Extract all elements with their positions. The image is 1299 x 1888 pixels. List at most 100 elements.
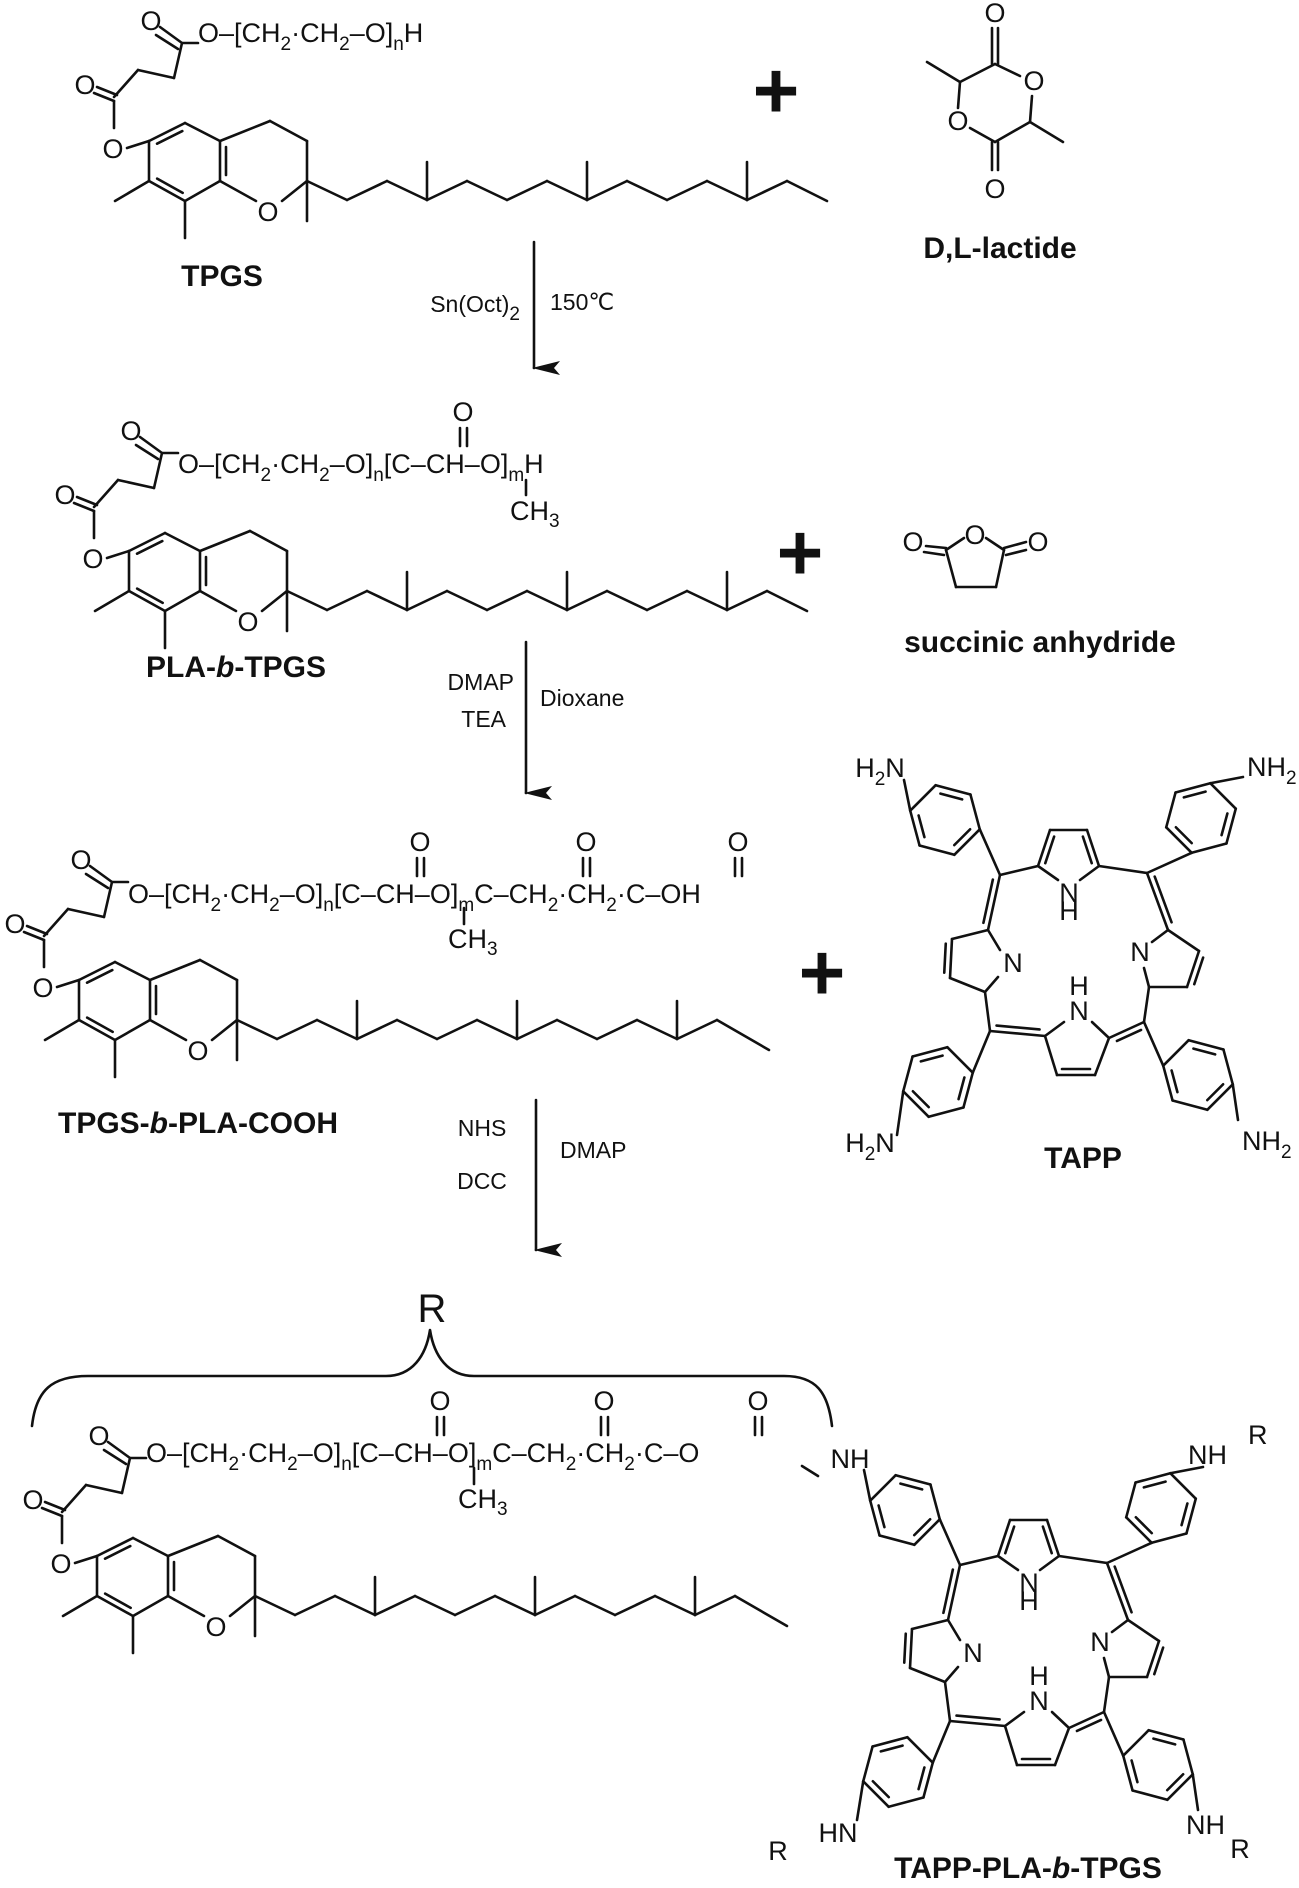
porphyrin-bond — [1057, 1554, 1109, 1565]
phytyl-tail — [395, 1018, 439, 1041]
phenyl-ring — [1206, 1083, 1235, 1112]
phytyl-tail — [235, 1018, 279, 1041]
carbonyl-oxygen: O — [593, 1386, 614, 1416]
phenyl-ring — [934, 783, 972, 796]
aromatic-bond — [155, 177, 184, 195]
aromatic-bond — [85, 968, 114, 984]
benzene-ring — [113, 1018, 152, 1042]
phytyl-tail — [605, 589, 649, 612]
pyrrole-hydrogen: H — [1019, 1586, 1039, 1616]
ring-bond — [956, 80, 962, 110]
phenyl-link — [978, 828, 1002, 877]
porphyrin-double — [955, 1714, 1001, 1721]
phenyl-ring — [1166, 1773, 1195, 1802]
amine-group: NH — [1186, 1810, 1225, 1840]
carbonyl-bond — [102, 1448, 128, 1466]
r-group: R — [1230, 1834, 1250, 1864]
aromatic-bond — [1205, 1082, 1225, 1102]
porphyrin-bond — [1102, 1656, 1111, 1679]
plus-sign-2: + — [777, 508, 824, 597]
benzene-ring — [77, 960, 117, 982]
pyrrole-nitrogen: N — [1029, 1686, 1049, 1716]
carbonyl-oxygen: O — [984, 174, 1005, 204]
porphyrin-bond — [1043, 1020, 1066, 1038]
porphyrin-bond — [1150, 928, 1170, 944]
succinate-chain — [42, 907, 70, 938]
benzene-ring — [163, 531, 202, 553]
phytyl-tail — [253, 1594, 297, 1617]
porphyrin-bond — [1142, 966, 1151, 989]
pyran-ring — [166, 1534, 220, 1558]
succinate-chain — [60, 1483, 88, 1514]
porphyrin-double — [902, 1632, 908, 1664]
phenyl-ring — [918, 844, 956, 857]
phytyl-tail — [525, 589, 569, 612]
porphyrin-bond — [943, 1680, 952, 1723]
carbonyl-bond — [1004, 548, 1028, 557]
terminal-methyl — [785, 179, 829, 203]
carbonyl-bond — [88, 864, 114, 884]
pyrrole-nitrogen: N — [1069, 996, 1089, 1026]
step2-solvent: Dioxane — [540, 685, 624, 711]
porphyrin-double — [1152, 1646, 1165, 1676]
aromatic-bond — [957, 1076, 966, 1101]
porphyrin-double — [1041, 1525, 1054, 1555]
phenyl-ring — [953, 828, 982, 857]
methyl-bond — [43, 1018, 81, 1042]
porphyrin-bond — [943, 1665, 960, 1684]
phenyl-ring — [868, 1473, 897, 1502]
r-group: R — [768, 1836, 788, 1866]
carbonyl-oxygen: O — [4, 909, 25, 939]
carbonyl-bond — [924, 544, 948, 550]
aromatic-bond — [135, 539, 164, 555]
pyran-ring — [198, 529, 252, 553]
phytyl-tail — [275, 1018, 319, 1041]
aromatic-bond — [1170, 1069, 1179, 1094]
carbonyl-oxygen: O — [747, 1386, 768, 1416]
porphyrin-double — [942, 1568, 955, 1615]
aromatic-bond — [871, 1779, 891, 1799]
pyran-ring — [148, 958, 202, 982]
amine-group: HN — [819, 1818, 858, 1848]
phenyl-ring — [1225, 807, 1238, 845]
phytyl-tail — [405, 589, 449, 612]
porphyrin-bond — [986, 928, 1002, 952]
carbonyl-oxygen: O — [429, 1386, 450, 1416]
ring-oxygen: O — [187, 1036, 208, 1066]
amine-bond — [855, 1780, 865, 1822]
porphyrin-double — [1043, 835, 1056, 865]
phenyl-ring — [1222, 1048, 1235, 1086]
carbonyl-oxygen: O — [22, 1485, 43, 1515]
ring-bond — [958, 62, 997, 84]
carbonyl-bond — [25, 924, 49, 936]
aromatic-bond — [917, 1766, 926, 1791]
aromatic-bond — [1182, 790, 1207, 799]
porphyrin-bond — [1166, 928, 1201, 953]
phytyl-tail — [293, 1594, 337, 1617]
aromatic-bond — [135, 587, 164, 605]
phytyl-tail — [355, 1018, 399, 1041]
aromatic-bond — [1165, 1772, 1185, 1792]
pla-b-tpgs-label: PLA-b-TPGS — [146, 651, 326, 684]
porphyrin-bond — [986, 873, 1002, 932]
porphyrin-double — [982, 878, 995, 925]
phytyl-tail — [385, 179, 429, 202]
phytyl-tail — [285, 589, 329, 612]
pyran-ring — [268, 119, 309, 143]
step2-reagent-2: TEA — [461, 706, 506, 732]
phytyl-tail — [315, 1018, 359, 1041]
porphyrin-double — [1115, 1028, 1143, 1043]
aromatic-bond — [877, 1504, 886, 1529]
porphyrin-bond — [1102, 1675, 1111, 1714]
benzene-ring — [183, 179, 222, 203]
benzene-ring — [127, 589, 167, 613]
phenyl-ring — [911, 1045, 949, 1058]
aromatic-bond — [103, 1544, 132, 1560]
pyran-ring — [228, 1594, 257, 1618]
aromatic-bond — [1174, 825, 1194, 845]
phytyl-tail — [585, 179, 629, 202]
phytyl-tail — [453, 1594, 497, 1617]
aromatic-bond — [1134, 1515, 1154, 1535]
carbonyl-bond — [134, 443, 160, 461]
